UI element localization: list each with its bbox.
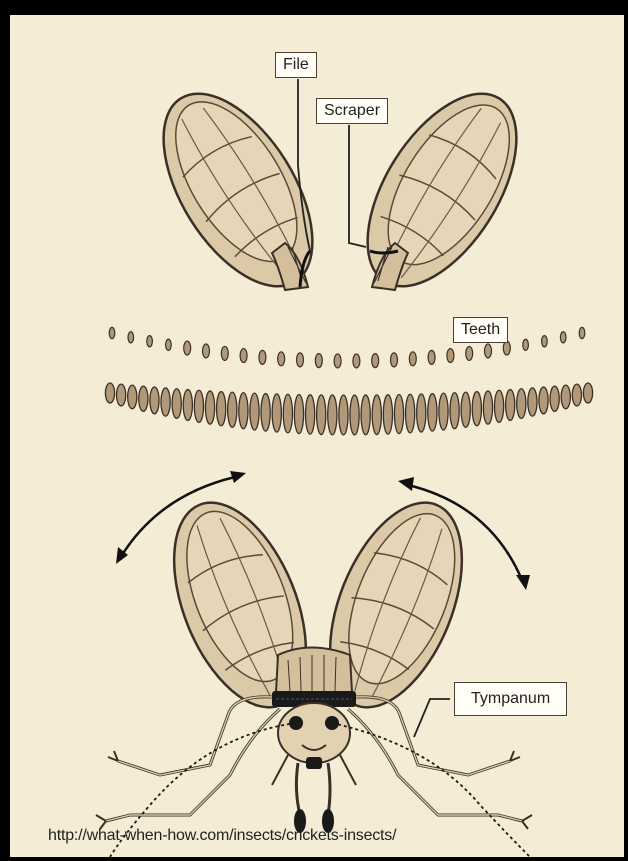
file-tooth [539, 387, 548, 414]
file-tooth [250, 393, 259, 430]
file-tooth [297, 353, 304, 367]
file-tooth [391, 353, 398, 367]
file-tooth [283, 394, 292, 433]
file-tooth [485, 344, 492, 358]
file-tooth [259, 350, 266, 364]
file-tooth [383, 395, 392, 434]
file-tooth [105, 383, 114, 403]
file-tooth [361, 395, 370, 435]
left-arrowhead-up [230, 471, 246, 483]
scraper-label: Scraper [316, 98, 388, 124]
file-tooth [184, 341, 191, 355]
file-tooth [128, 332, 134, 343]
file-tooth [194, 390, 203, 422]
file-tooth [503, 341, 510, 355]
file-tooth [328, 395, 337, 435]
file-tooth [542, 336, 548, 347]
file-tooth [334, 354, 341, 368]
cricket-stridulation-illustration [10, 15, 624, 857]
file-tooth [240, 349, 247, 363]
file-tooth [461, 392, 470, 427]
file-tooth [305, 395, 314, 434]
file-tooth [109, 327, 115, 338]
left-top-wing [133, 69, 342, 312]
file-tooth [261, 394, 270, 432]
file-tooth [228, 392, 237, 427]
file-tooth [239, 393, 248, 429]
file-tooth [439, 393, 448, 430]
cricket-body [96, 484, 532, 857]
source-url: http://what-when-how.com/insects/cricket… [48, 827, 396, 845]
file-tooth [494, 390, 503, 422]
file-tooth [372, 354, 379, 368]
file-tooth [572, 384, 581, 406]
right-arrowhead-up [398, 477, 414, 491]
file-tooth [350, 395, 359, 435]
file-tooth [406, 394, 415, 433]
file-tooth [278, 352, 285, 366]
file-tooth [579, 327, 585, 338]
file-tooth [428, 394, 437, 432]
file-tooth [560, 332, 566, 343]
file-tooth [517, 389, 526, 419]
file-tooth [221, 346, 228, 360]
file-label: File [275, 52, 317, 78]
file-tooth [339, 395, 348, 435]
file-tooth [372, 395, 381, 435]
file-tooth [550, 386, 559, 411]
file-tooth [172, 389, 181, 419]
file-tooth [128, 385, 137, 409]
file-tooth [450, 393, 459, 429]
file-tooth [583, 383, 592, 403]
tympanum-label: Tympanum [454, 682, 567, 716]
teeth-label: Teeth [453, 317, 508, 343]
file-tooth [150, 387, 159, 414]
file-tooth [353, 354, 360, 368]
file-tooth [417, 394, 426, 432]
file-tooth [528, 388, 537, 416]
file-tooth [147, 336, 153, 347]
diagram-panel: File Scraper Teeth Tympanum http://what-… [10, 15, 624, 857]
file-tooth [409, 352, 416, 366]
file-tooth [272, 394, 281, 432]
file-tooth [203, 344, 210, 358]
file-tooth [447, 349, 454, 363]
file-tooth [394, 394, 403, 433]
file-tooth [506, 390, 515, 421]
file-tooth [205, 391, 214, 424]
scraper-leader-line [349, 125, 366, 247]
file-tooth [317, 395, 326, 435]
file-tooth [294, 394, 303, 433]
file-tooth [523, 339, 529, 350]
file-tooth [139, 386, 148, 411]
file-tooth [466, 346, 473, 360]
file-tooth [483, 391, 492, 424]
teeth-lower-row [105, 383, 592, 435]
file-tooth [217, 392, 226, 426]
tympanum-leader-line [414, 699, 450, 737]
file-tooth [183, 390, 192, 421]
file-tooth [117, 384, 126, 406]
file-tooth [166, 339, 172, 350]
teeth-upper-row [109, 327, 585, 368]
file-tooth [315, 354, 322, 368]
right-arrowhead-down [516, 575, 530, 590]
file-tooth [161, 388, 170, 416]
file-tooth [428, 350, 435, 364]
file-tooth [561, 385, 570, 409]
file-tooth [472, 392, 481, 426]
